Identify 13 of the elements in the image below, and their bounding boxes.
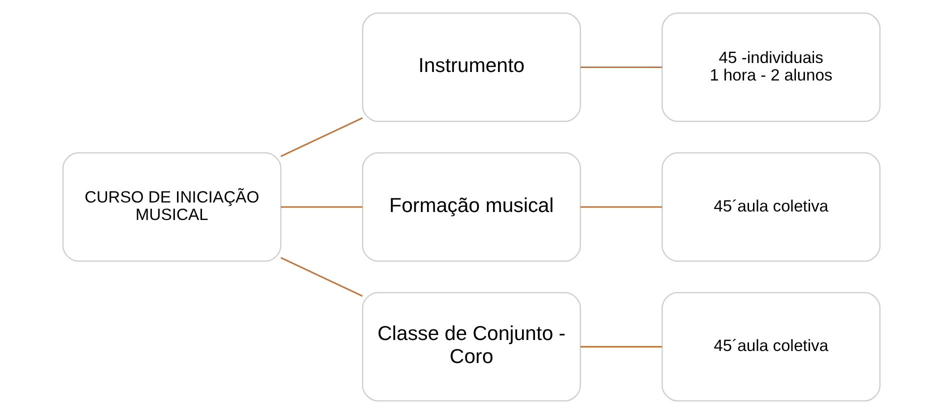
node-box: 45´aula coletiva [662,292,881,402]
node-box: Classe de Conjunto - Coro [362,292,581,402]
node-box: 45´aula coletiva [662,152,881,262]
connector [580,66,662,68]
connector [280,206,362,208]
connector [580,206,662,208]
connector [280,117,363,158]
node-box: Formação musical [362,152,581,262]
node-box: Instrumento [362,12,581,122]
node-box: CURSO DE INICIAÇÃO MUSICAL [62,152,282,262]
connector [580,346,662,348]
node-box: 45 -individuais 1 hora - 2 alunos [662,12,881,122]
connector [280,256,363,297]
